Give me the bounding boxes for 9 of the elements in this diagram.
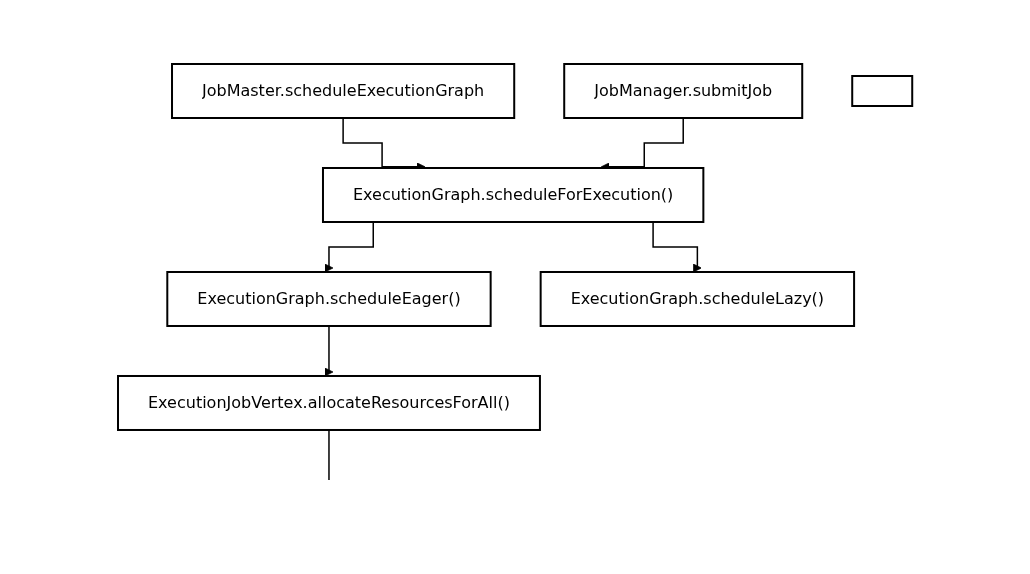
node-box: JobManager.submitJob: [563, 63, 804, 119]
node-box: JobMaster.scheduleExecutionGraph: [170, 63, 516, 119]
node-box: [851, 75, 914, 107]
node-box: ExecutionGraph.scheduleEager(): [166, 271, 492, 327]
node-box: ExecutionJobVertex.allocateResourcesForAll(): [116, 375, 541, 431]
arrow: [324, 325, 334, 377]
node-box: ExecutionGraph.scheduleForExecution(): [321, 167, 705, 223]
connector: [328, 429, 330, 481]
node-box: ExecutionGraph.scheduleLazy(): [539, 271, 855, 327]
